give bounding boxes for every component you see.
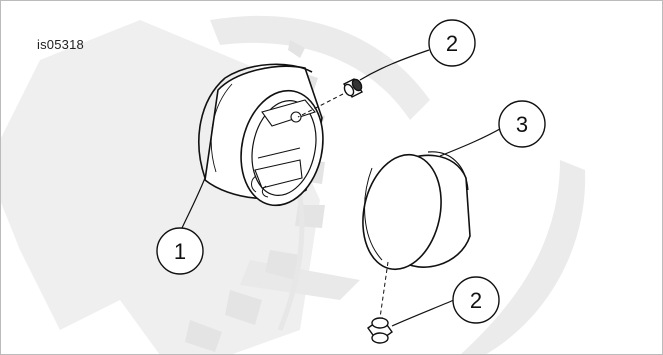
assembly-line-bottom [379, 261, 389, 319]
figure-id: is05318 [37, 37, 84, 52]
part-2-plug-bottom [367, 317, 393, 344]
callout-3: 3 [498, 100, 546, 148]
assembly-line-top [297, 93, 344, 118]
callout-2-top: 2 [428, 19, 476, 67]
part-1-cup [198, 63, 324, 207]
part-2-plug-top [343, 78, 363, 98]
callout-2-bottom: 2 [452, 276, 500, 324]
callout-2-bottom-label: 2 [470, 288, 482, 313]
part-3-cap [362, 151, 471, 271]
callout-3-label: 3 [516, 112, 528, 137]
callout-1: 1 [156, 227, 204, 275]
callout-2-top-label: 2 [446, 31, 458, 56]
callout-1-label: 1 [174, 239, 186, 264]
